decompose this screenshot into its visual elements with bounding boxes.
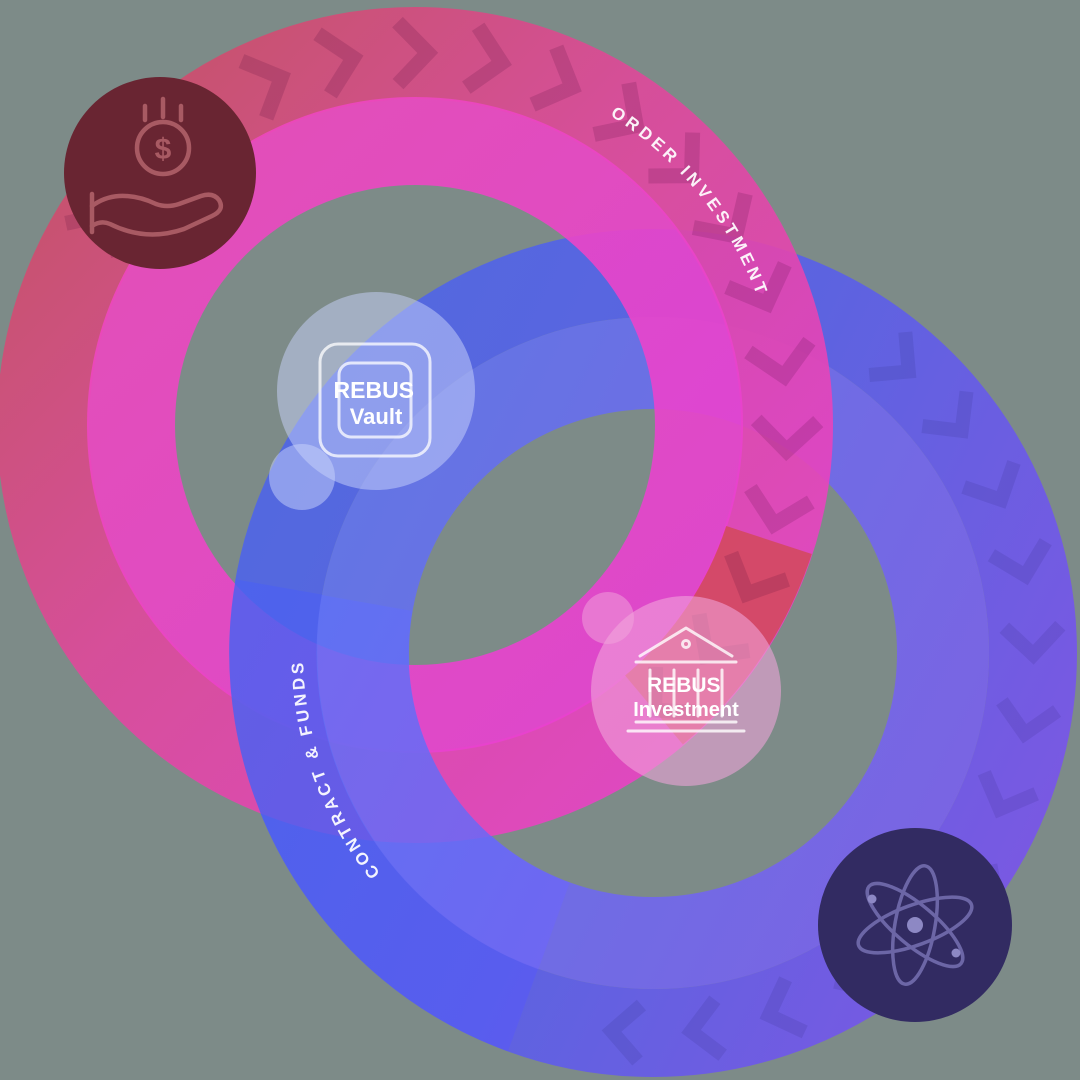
chevron-icon: [462, 22, 512, 94]
chevron-icon: [759, 976, 808, 1039]
chevron-icon: [999, 620, 1066, 665]
chevron-icon: [961, 460, 1021, 509]
vault-node: REBUS Vault: [269, 292, 475, 510]
chevron-icon: [529, 44, 582, 112]
vault-node-disc: [277, 292, 475, 490]
dollar-symbol: $: [155, 133, 172, 166]
chevron-icon: [601, 999, 647, 1066]
chevron-icon: [868, 331, 917, 382]
chevron-icon: [313, 27, 364, 99]
money-badge: $: [64, 77, 256, 269]
investment-node-title: REBUS: [647, 674, 721, 697]
vault-node-title: REBUS: [334, 377, 415, 403]
chevron-icon: [744, 336, 816, 387]
chevron-icon: [724, 550, 791, 604]
chevron-icon: [724, 261, 792, 314]
investment-node-tab: [582, 592, 634, 644]
chevron-icon: [750, 414, 824, 462]
hand-coin-icon: [89, 96, 224, 237]
chevron-icon: [691, 192, 753, 245]
chevron-icon: [996, 697, 1062, 744]
blue-ring-overlap-segment: [229, 579, 571, 1052]
investment-node: REBUS Investment: [582, 592, 781, 786]
cosmos-badge: [818, 828, 1012, 1022]
bank-icon: [626, 626, 746, 733]
vault-node-tab: [269, 444, 335, 510]
chevron-icon: [987, 538, 1052, 586]
vault-node-subtitle: Vault: [350, 404, 403, 429]
investment-node-disc: [591, 596, 781, 786]
chevron-icon: [681, 995, 727, 1061]
chevron-icon: [648, 132, 701, 184]
vault-icon: [318, 342, 432, 458]
chevron-icon: [238, 54, 291, 121]
chevron-icon: [744, 483, 815, 535]
investment-node-label: REBUS Investment: [633, 674, 739, 721]
vault-node-label: REBUS Vault: [334, 377, 419, 429]
atom-icon: [856, 864, 974, 986]
chevron-icon: [592, 81, 645, 142]
chevron-icon: [921, 390, 974, 439]
blue-overlap-inner-band: [316, 595, 571, 970]
blue-overlap-outer-band: [229, 579, 539, 1052]
chevron-icon: [977, 770, 1039, 819]
investment-node-subtitle: Investment: [633, 699, 739, 721]
chevron-icon: [392, 16, 439, 90]
